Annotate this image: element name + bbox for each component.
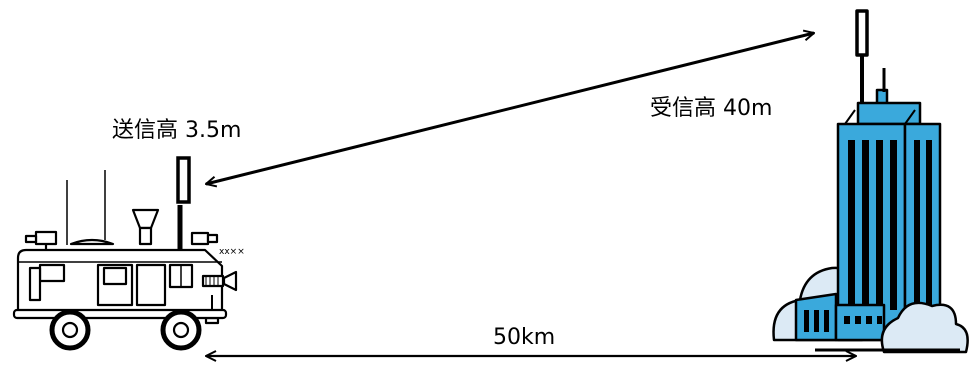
svg-text:xx××: xx××	[219, 247, 245, 257]
broadcast-van-icon: xx××	[12, 170, 245, 351]
transmit-height-label: 送信高 3.5m	[112, 118, 242, 143]
receive-height-label: 受信高 40m	[650, 96, 773, 121]
tower-building-icon	[772, 9, 969, 354]
distance-label: 50km	[493, 325, 556, 350]
signal-path-arrow	[206, 33, 814, 184]
transmit-antenna	[176, 156, 191, 250]
